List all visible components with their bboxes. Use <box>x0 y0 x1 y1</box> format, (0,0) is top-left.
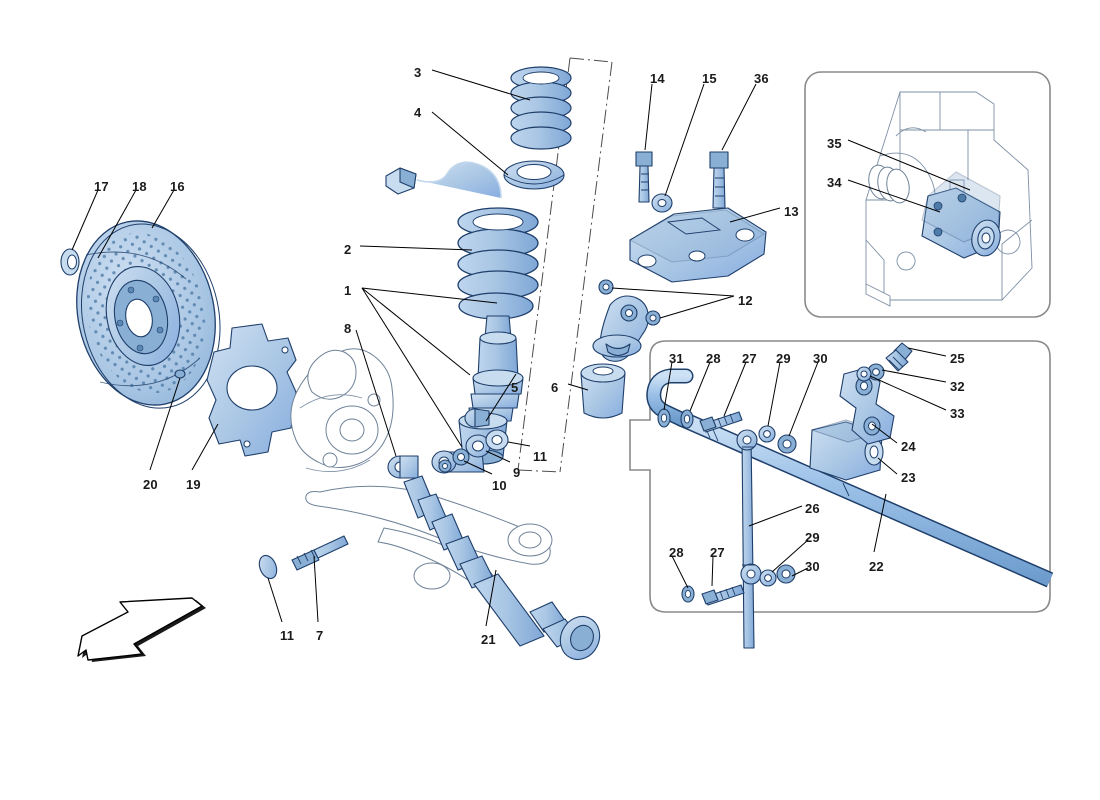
bush-5 <box>464 408 490 428</box>
bump-stop-6 <box>580 363 626 419</box>
callout-28: 28 <box>706 351 721 366</box>
callout-4: 4 <box>414 105 422 120</box>
bolt-12a <box>598 279 614 295</box>
assembly-centerlines <box>517 57 613 473</box>
callout-26: 26 <box>805 501 820 516</box>
callout-29: 29 <box>776 351 791 366</box>
callout-34: 34 <box>827 175 842 190</box>
gearbox-mount-assembly <box>865 91 1033 307</box>
gearbox-mount-inset-frame <box>804 71 1051 318</box>
nut-29-top <box>758 425 776 443</box>
callout-32: 32 <box>950 379 965 394</box>
stud-27-bottom <box>701 584 745 606</box>
callout-13: 13 <box>784 204 799 219</box>
callout-12: 12 <box>738 293 753 308</box>
nut-28-top <box>680 409 694 429</box>
helper-spring-3 <box>510 66 572 150</box>
bar-bracket-24 <box>839 367 895 445</box>
nut-29-bottom <box>759 569 777 587</box>
callout-6: 6 <box>551 380 559 395</box>
washer-15 <box>651 193 673 213</box>
callout-14: 14 <box>650 71 665 86</box>
gearbox-mount-34 <box>921 171 1001 259</box>
bolt-14 <box>635 151 653 203</box>
callout-10: 10 <box>492 478 507 493</box>
callout-16: 16 <box>170 179 185 194</box>
callout-11: 11 <box>280 628 295 643</box>
callout-21: 21 <box>481 632 496 647</box>
nut-28-bottom <box>681 585 695 603</box>
callout-35: 35 <box>827 136 842 151</box>
drop-link-26 <box>736 429 762 649</box>
ride-height-sensor-cable <box>385 161 502 199</box>
washer-33 <box>856 366 872 382</box>
callout-25: 25 <box>950 351 965 366</box>
suspension-bracket-13 <box>629 207 767 283</box>
callout-30: 30 <box>805 559 820 574</box>
hub-carrier-ghost <box>290 348 394 473</box>
anti-roll-bar-assembly <box>646 342 1054 649</box>
stud-27-top <box>699 411 743 433</box>
leader-lines <box>71 69 971 627</box>
washer-10 <box>452 448 470 466</box>
bush-11 <box>485 429 509 451</box>
callout-17: 17 <box>94 179 109 194</box>
callout-20: 20 <box>143 477 158 492</box>
anti-roll-bar-inset-frame <box>629 340 1051 613</box>
bolt-25 <box>885 342 913 372</box>
callout-23: 23 <box>901 470 916 485</box>
callout-18: 18 <box>132 179 147 194</box>
callout-36: 36 <box>754 71 769 86</box>
brake-disc-assembly <box>60 220 297 457</box>
spring-seat-4 <box>503 160 565 190</box>
nut-9 <box>465 434 491 458</box>
nut-30-top <box>777 434 797 454</box>
callout-9: 9 <box>513 465 521 480</box>
seal-ring-17 <box>60 248 80 276</box>
callout-31: 31 <box>669 351 684 366</box>
driveshaft-21 <box>403 475 601 661</box>
nut-31 <box>657 408 671 428</box>
callout-30: 30 <box>813 351 828 366</box>
cap-11-left <box>258 554 278 580</box>
bolt-nut-cluster <box>438 408 509 473</box>
bolt-7 <box>291 535 349 571</box>
callout-5: 5 <box>511 380 519 395</box>
callout-22: 22 <box>869 559 884 574</box>
brake-shield-19 <box>206 323 297 457</box>
callout-29: 29 <box>805 530 820 545</box>
callout-19: 19 <box>186 477 201 492</box>
bushing-8 <box>387 455 419 479</box>
washer-32 <box>867 363 885 381</box>
callout-1: 1 <box>344 283 352 298</box>
callout-24: 24 <box>901 439 916 454</box>
callout-11: 11 <box>533 449 548 464</box>
coil-spring-2 <box>457 207 539 320</box>
callout-2: 2 <box>344 242 352 257</box>
callout-27: 27 <box>742 351 757 366</box>
callout-8: 8 <box>344 321 352 336</box>
washer-small-10b <box>438 459 452 473</box>
callout-27: 27 <box>710 545 725 560</box>
callout-7: 7 <box>316 628 324 643</box>
bolt-12b <box>645 310 661 326</box>
callout-33: 33 <box>950 406 965 421</box>
callout-28: 28 <box>669 545 684 560</box>
brake-disc-16 <box>76 220 221 409</box>
callout-3: 3 <box>414 65 422 80</box>
forward-direction-arrow <box>77 597 206 662</box>
nut-30-bottom <box>776 564 796 584</box>
toe-link-arm <box>592 295 649 362</box>
bolt-36 <box>709 151 729 209</box>
disc-pin-20 <box>174 369 186 379</box>
callout-15: 15 <box>702 71 717 86</box>
